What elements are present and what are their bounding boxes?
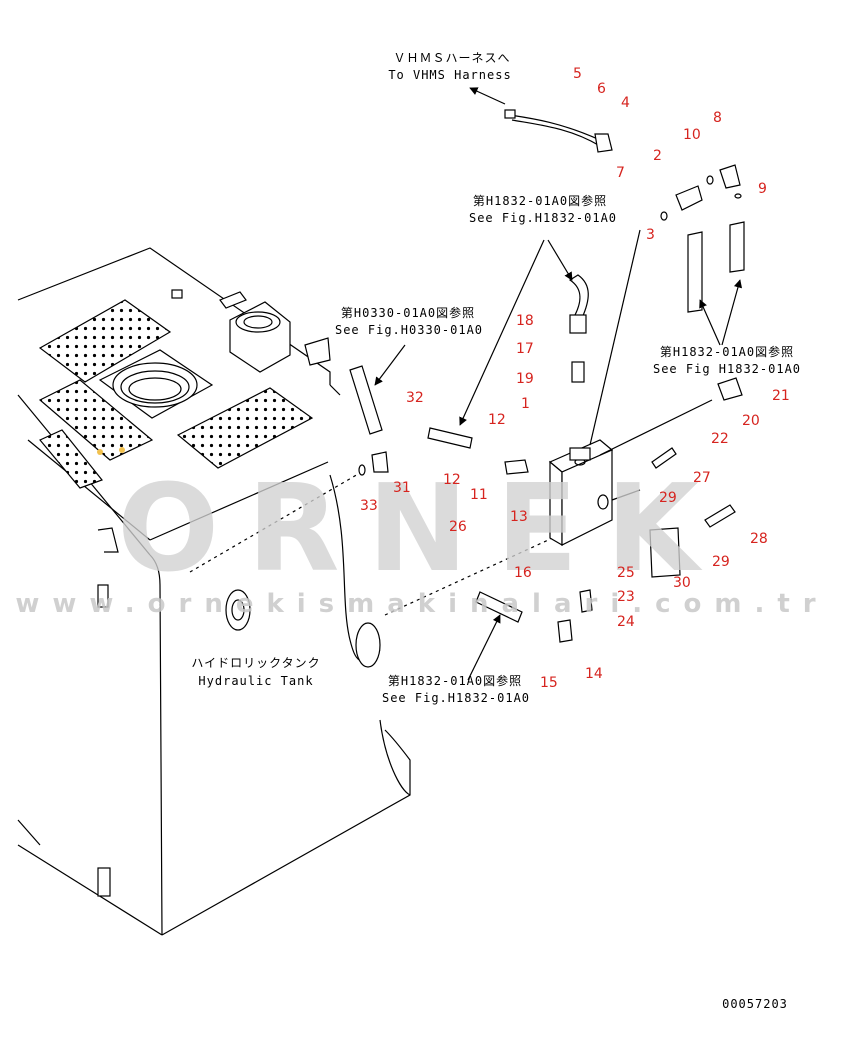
accent-dot (119, 447, 125, 453)
bracket (304, 337, 331, 366)
callouts: 1 2 3 4 5 6 7 8 9 10 11 12 12 13 14 15 1… (360, 66, 790, 691)
elbow-31 (371, 451, 389, 473)
valve-block (548, 439, 614, 547)
watermark-brand: ORNEK (117, 460, 727, 599)
fitting-11 (504, 459, 529, 475)
hook (97, 527, 119, 553)
inspection-port (98, 349, 214, 419)
callout-label: 11 (470, 487, 488, 503)
callout-label: 24 (617, 614, 635, 630)
callout-label: 20 (742, 413, 760, 429)
callout-label: 19 (516, 371, 534, 387)
ref-h0330-jp: 第H0330-01A0図参照 (341, 305, 475, 320)
callout-label: 12 (443, 472, 461, 488)
bolt (171, 289, 183, 299)
hose-elbow (568, 274, 589, 319)
callout-label: 30 (673, 575, 691, 591)
fitting-group-top (660, 164, 742, 221)
vhms-label-en: To VHMS Harness (388, 68, 511, 82)
callout-label: 23 (617, 589, 635, 605)
hoses-right (687, 221, 745, 346)
fitting-14 (557, 619, 573, 643)
tread-plate-1 (38, 299, 172, 383)
tank-label-en: Hydraulic Tank (198, 674, 313, 688)
ref-h0330-en: See Fig.H0330-01A0 (335, 323, 483, 337)
fitting-23 (579, 589, 593, 613)
callout-label: 7 (616, 165, 625, 181)
tread-plate-2 (38, 379, 154, 461)
drawing-number: 00057203 (722, 997, 788, 1011)
tread-plate-4 (176, 387, 314, 469)
ref-h1832-top-jp: 第H1832-01A0図参照 (473, 193, 607, 208)
callout-label: 25 (617, 565, 635, 581)
tank-label-jp: ハイドロリックタンク (191, 656, 320, 670)
tread-plate-3 (39, 429, 103, 489)
callout-label: 29 (712, 554, 730, 570)
hose-bottom (475, 591, 523, 623)
bolt-27 (651, 447, 677, 469)
plate-30 (649, 527, 681, 578)
callout-label: 13 (510, 509, 528, 525)
callout-label: 28 (750, 531, 768, 547)
callout-label: 10 (683, 127, 701, 143)
latch-lower (97, 867, 111, 897)
callout-label: 15 (540, 675, 558, 691)
callout-label: 3 (646, 227, 655, 243)
callout-label: 17 (516, 341, 534, 357)
callout-label: 29 (659, 490, 677, 506)
hose-h0330 (349, 365, 383, 435)
ref-h1832-right-jp: 第H1832-01A0図参照 (660, 344, 794, 359)
callout-label: 33 (360, 498, 378, 514)
callout-label: 16 (514, 565, 532, 581)
ref-h1832-bottom-en: See Fig.H1832-01A0 (382, 691, 530, 705)
side-cover (225, 589, 251, 631)
callout-label: 9 (758, 181, 767, 197)
hose-26 (427, 427, 473, 449)
breather (219, 291, 291, 373)
ref-h1832-bottom-jp: 第H1832-01A0図参照 (388, 673, 522, 688)
callout-label: 18 (516, 313, 534, 329)
callout-label: 27 (693, 470, 711, 486)
callout-label: 6 (597, 81, 606, 97)
callout-label: 32 (406, 390, 424, 406)
callout-label: 2 (653, 148, 662, 164)
accent-dot (97, 449, 103, 455)
ref-h1832-top-en: See Fig.H1832-01A0 (469, 211, 617, 225)
fitting-19 (571, 361, 585, 383)
flange (355, 622, 381, 668)
callout-label: 8 (713, 110, 722, 126)
callout-label: 21 (772, 388, 790, 404)
vhms-harness (469, 87, 613, 153)
bolt-28 (704, 504, 736, 528)
callout-label: 1 (521, 396, 530, 412)
hydraulic-tank (17, 247, 571, 936)
elbow-20 (717, 377, 743, 401)
callout-label: 14 (585, 666, 603, 682)
latch (97, 584, 109, 608)
reference-labels: ＶＨＭＳハーネスへ To VHMS Harness 第H1832-01A0図参照… (191, 51, 801, 1011)
hose-nut (569, 314, 587, 334)
watermark: ORNEK www.ornekismakinalari.com.tr (15, 460, 828, 619)
ref-h1832-right-en: See Fig H1832-01A0 (653, 362, 801, 376)
callout-label: 26 (449, 519, 467, 535)
callout-label: 5 (573, 66, 582, 82)
callout-label: 12 (488, 412, 506, 428)
watermark-url: www.ornekismakinalari.com.tr (15, 589, 828, 619)
vhms-label-jp: ＶＨＭＳハーネスへ (393, 51, 510, 65)
callout-label: 4 (621, 95, 630, 111)
callout-label: 31 (393, 480, 411, 496)
callout-label: 22 (711, 431, 729, 447)
